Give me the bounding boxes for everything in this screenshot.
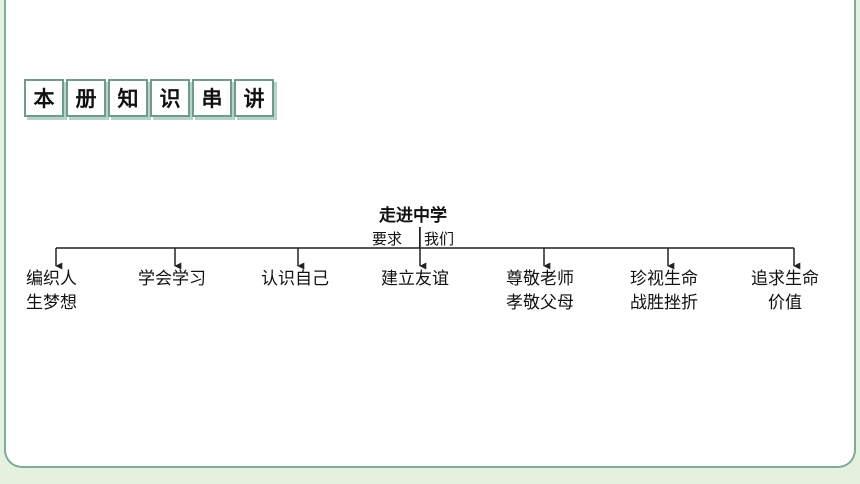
heading-char: 知	[108, 79, 148, 117]
node-line: 建立友谊	[381, 269, 449, 289]
node-dream: 编织人 生梦想	[26, 267, 77, 315]
heading-char: 讲	[234, 79, 274, 117]
node-line: 认识自己	[261, 269, 329, 289]
root-subtitle-left: 要求	[372, 230, 403, 248]
section-heading: 本 册 知 识 串 讲	[24, 79, 276, 117]
node-line: 战胜挫折	[630, 293, 698, 313]
node-line: 编织人	[26, 269, 77, 289]
node-line: 尊敬老师	[506, 269, 574, 289]
node-line: 学会学习	[138, 269, 206, 289]
node-life-value: 追求生命 价值	[751, 267, 819, 315]
node-line: 追求生命	[751, 269, 819, 289]
heading-char: 册	[66, 79, 106, 117]
slide-canvas	[4, 0, 856, 468]
node-friendship: 建立友谊	[381, 267, 449, 291]
diagram-root-title: 走进中学	[379, 206, 447, 226]
node-teachers-parents: 尊敬老师 孝敬父母	[506, 267, 574, 315]
node-learn: 学会学习	[138, 267, 206, 291]
heading-char: 串	[192, 79, 232, 117]
node-line: 孝敬父母	[506, 293, 574, 313]
node-line: 价值	[768, 293, 802, 313]
node-line: 生梦想	[26, 293, 77, 313]
root-subtitle-right: 我们	[424, 230, 455, 248]
heading-char: 识	[150, 79, 190, 117]
heading-char: 本	[24, 79, 64, 117]
node-cherish-life: 珍视生命 战胜挫折	[630, 267, 698, 315]
node-line: 珍视生命	[630, 269, 698, 289]
node-self: 认识自己	[261, 267, 329, 291]
